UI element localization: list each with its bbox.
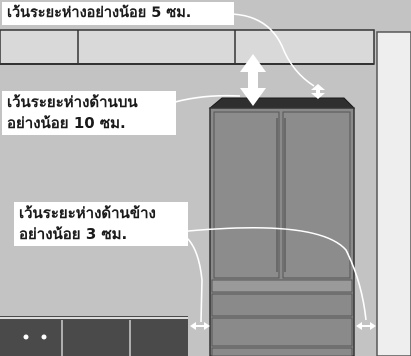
top-clearance-arrow [240, 54, 266, 106]
callout-top-clearance-line1: เว้นระยะห่างด้านบน [7, 93, 138, 111]
leader-side-right [177, 226, 367, 321]
callout-side-clearance-line2: อย่างน้อย 3 ซม. [19, 225, 128, 243]
right-door [282, 111, 351, 279]
top-gap-arrow [311, 84, 325, 99]
drawer-4 [211, 347, 353, 356]
refrigerator [208, 97, 356, 356]
callout-top-gap: เว้นระยะห่างอย่างน้อย 5 ซม. [2, 2, 234, 25]
drawer-1 [211, 279, 353, 293]
side-clearance-left-arrow [190, 322, 210, 330]
leader-top-gap [231, 13, 315, 87]
callout-top-gap-text: เว้นระยะห่างอย่างน้อย 5 ซม. [7, 5, 192, 21]
counter-cabinet [0, 316, 188, 356]
callout-top-clearance: เว้นระยะห่างด้านบน อย่างน้อย 10 ซม. [2, 91, 176, 135]
callout-side-clearance: เว้นระยะห่างด้านข้าง อย่างน้อย 3 ซม. [14, 202, 188, 246]
callout-top-clearance-line2: อย่างน้อย 10 ซม. [7, 114, 126, 132]
drawer-3 [211, 317, 353, 347]
side-wall [376, 31, 411, 356]
callout-side-clearance-line1: เว้นระยะห่างด้านข้าง [19, 204, 156, 222]
left-door [213, 111, 280, 279]
upper-cabinets [0, 29, 375, 65]
side-clearance-right-arrow [356, 322, 376, 330]
drawer-2 [211, 293, 353, 317]
